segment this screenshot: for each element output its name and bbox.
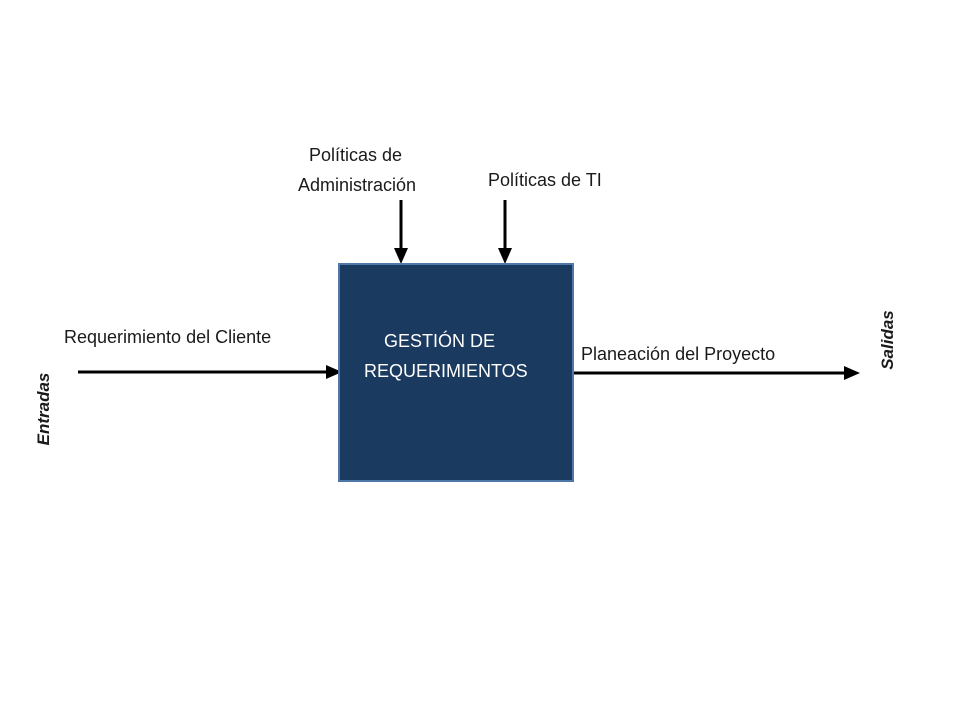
output-label: Planeación del Proyecto — [581, 344, 776, 364]
admin-policies-label-line2: Administración — [298, 175, 417, 195]
process-box: GESTIÓN DE REQUERIMIENTOS — [338, 263, 574, 482]
it-policies-label: Políticas de TI — [488, 170, 602, 190]
process-title-line1: GESTIÓN DE — [384, 331, 496, 351]
it-policies-arrow — [498, 200, 512, 264]
admin-policies-arrow — [394, 200, 408, 264]
input-arrow — [78, 365, 342, 379]
admin-policies-label-line1: Políticas de — [309, 145, 403, 165]
salidas-side-label: Salidas — [878, 310, 897, 370]
output-arrow — [574, 366, 860, 380]
process-title-line2: REQUERIMIENTOS — [364, 361, 528, 381]
entradas-side-label: Entradas — [34, 372, 53, 446]
input-label: Requerimiento del Cliente — [64, 327, 272, 347]
